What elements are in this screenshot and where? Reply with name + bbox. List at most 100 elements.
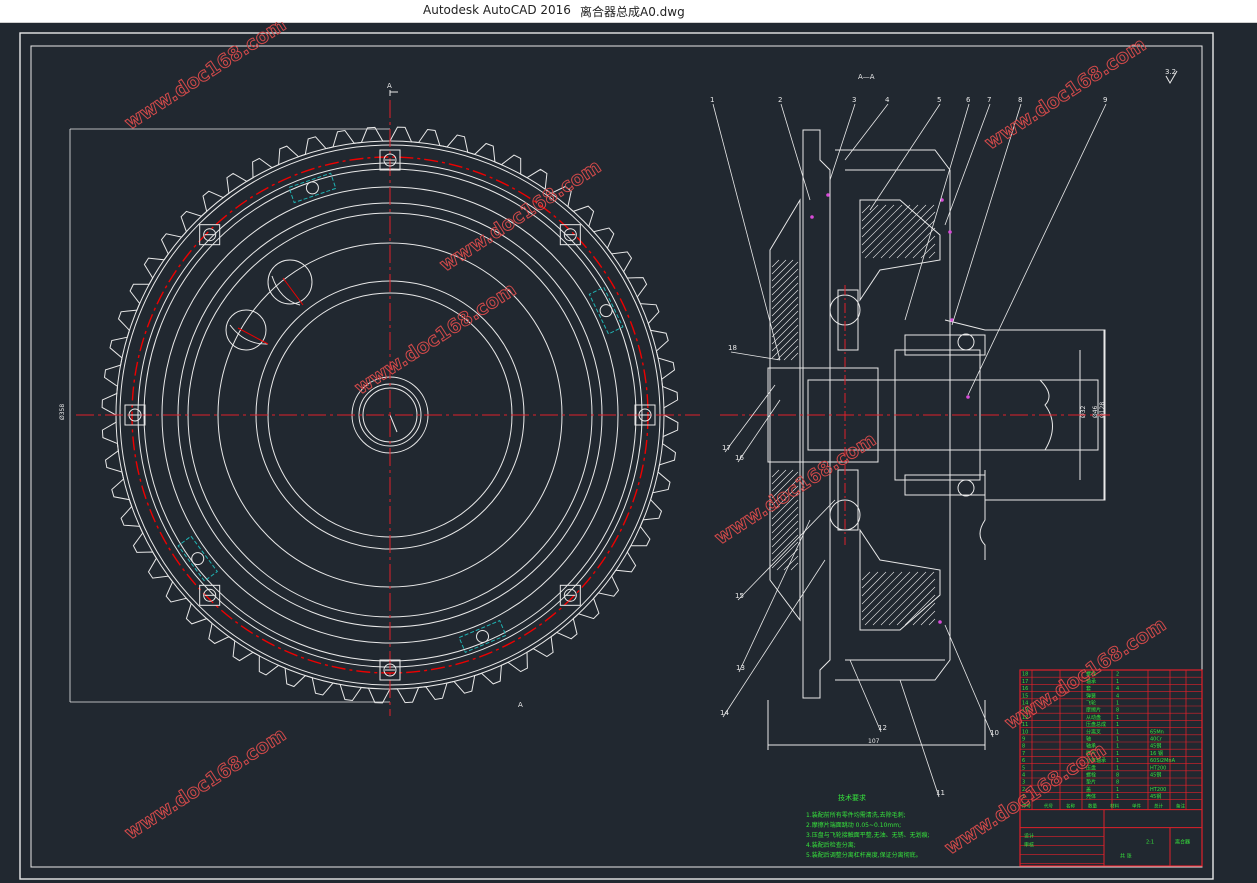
bom-material-6: 60Si2MnA <box>1150 758 1176 764</box>
bom-qty-3: 8 <box>1116 780 1119 786</box>
bom-name-12: 从动盘 <box>1086 714 1101 721</box>
balloon-leader-2 <box>780 103 811 201</box>
sheet-inner-border <box>30 45 1203 868</box>
bom-qty-8: 1 <box>1116 744 1119 750</box>
title-sheet: 共 张 <box>1120 853 1132 860</box>
balloon-leader-18 <box>730 351 781 361</box>
bom-header-1: 代号 <box>1044 803 1053 810</box>
bom-material-7: 16 钢 <box>1150 750 1163 757</box>
balloon-1: 1 <box>710 96 714 104</box>
balloon-leader-17 <box>724 384 776 453</box>
section-dim-2: Ø46 <box>1092 405 1099 418</box>
front-dim-diameter: Ø358 <box>59 404 66 420</box>
window-titlebar: Autodesk AutoCAD 2016 离合器总成A0.dwg <box>0 0 1257 23</box>
bom-no-5: 5 <box>1022 765 1025 771</box>
bom-qty-5: 1 <box>1116 765 1119 771</box>
bom-no-14: 14 <box>1022 701 1028 707</box>
bom-header-3: 数量 <box>1088 803 1097 810</box>
watermark-3: www.doc168.com <box>711 429 880 550</box>
balloon-16: 16 <box>735 454 744 462</box>
balloon-leader-14 <box>722 559 826 718</box>
balloon-leader-16 <box>737 399 781 463</box>
view-marker-a-top: A <box>387 82 392 90</box>
balloon-2: 2 <box>778 96 782 104</box>
notes-line-4: 4.装配后检查分离; <box>806 841 856 849</box>
bom-material-8: 45钢 <box>1150 743 1161 750</box>
bom-name-15: 弹簧 <box>1086 692 1096 699</box>
bom-name-2: 盖 <box>1086 786 1091 793</box>
bom-qty-1: 1 <box>1116 794 1119 800</box>
bom-name-1: 壳体 <box>1086 793 1096 800</box>
balloon-leader-7 <box>944 103 991 226</box>
bom-name-8: 轴承 <box>1086 743 1096 750</box>
bom-no-4: 4 <box>1022 773 1025 779</box>
bom-name-10: 分离叉 <box>1086 728 1101 735</box>
section-view-aa[interactable]: A—A 3.2 107 <box>720 68 1178 750</box>
section-dim-width: 107 <box>868 738 880 745</box>
bom-name-3: 垫片 <box>1086 779 1096 786</box>
bom-no-16: 16 <box>1022 686 1028 692</box>
app-name: Autodesk AutoCAD 2016 <box>423 3 571 17</box>
technical-notes: 技术要求 1.装配前所有零件均需清洗,去除毛刺; 2.摩擦片端面跳动 0.05~… <box>806 793 930 859</box>
bom-qty-2: 1 <box>1116 787 1119 793</box>
balloon-leader-13 <box>738 519 811 673</box>
title-checker: 审核 <box>1024 842 1034 849</box>
bom-qty-6: 1 <box>1116 758 1119 764</box>
bom-no-7: 7 <box>1022 751 1025 757</box>
balloon-14: 14 <box>720 709 729 717</box>
bom-qty-9: 1 <box>1116 737 1119 743</box>
bom-header-4: 材料 <box>1110 803 1119 810</box>
bom-qty-7: 1 <box>1116 751 1119 757</box>
balloon-7: 7 <box>987 96 991 104</box>
bom-no-2: 2 <box>1022 787 1025 793</box>
drawing-canvas[interactable]: Ø358 A A <box>0 22 1257 883</box>
bom-no-1: 1 <box>1022 794 1025 800</box>
bom-name-14: 飞轮 <box>1086 700 1096 707</box>
section-label: A—A <box>858 73 875 81</box>
bom-material-10: 65Mn <box>1150 729 1164 735</box>
balloon-18: 18 <box>728 344 737 352</box>
balloon-leader-15 <box>737 499 836 601</box>
balloon-10: 10 <box>990 729 999 737</box>
balloon-leader-4 <box>844 103 889 161</box>
bom-name-17: 轴承 <box>1086 678 1096 685</box>
bom-no-11: 11 <box>1022 722 1028 728</box>
balloon-leader-1 <box>712 103 781 361</box>
watermark-0: www.doc168.com <box>121 22 290 134</box>
balloon-3: 3 <box>852 96 856 104</box>
balloon-leader-12 <box>849 659 882 733</box>
balloon-leader-11 <box>899 679 940 798</box>
balloon-13: 13 <box>736 664 745 672</box>
notes-line-3: 3.压盘与飞轮接触面平整,无油、无锈、无划痕; <box>806 831 930 839</box>
file-name: 离合器总成A0.dwg <box>580 5 685 19</box>
bom-material-2: HT200 <box>1150 787 1166 793</box>
bom-qty-15: 4 <box>1116 693 1119 699</box>
title-designer: 设计 <box>1024 833 1034 840</box>
balloon-leader-5 <box>869 103 941 211</box>
bom-qty-13: 8 <box>1116 708 1119 714</box>
bom-qty-16: 4 <box>1116 686 1119 692</box>
bom-no-8: 8 <box>1022 744 1025 750</box>
bom-material-4: 45钢 <box>1150 772 1161 779</box>
bom-qty-4: 8 <box>1116 773 1119 779</box>
balloon-leader-6 <box>904 103 970 321</box>
watermarks: www.doc168.com www.doc168.com www.doc168.c… <box>120 22 1170 860</box>
bom-name-16: 套 <box>1086 685 1091 692</box>
bom-name-13: 摩擦片 <box>1086 707 1101 714</box>
balloon-12: 12 <box>878 724 887 732</box>
bom-no-12: 12 <box>1022 715 1028 721</box>
balloon-leader-9 <box>967 103 1107 396</box>
balloon-4: 4 <box>885 96 890 104</box>
balloon-9: 9 <box>1103 96 1107 104</box>
balloon-leader-10 <box>944 624 994 738</box>
bom-material-9: 40Cr <box>1150 737 1163 743</box>
bom-name-18: 螺栓 <box>1086 671 1096 678</box>
bom-no-3: 3 <box>1022 780 1025 786</box>
notes-line-2: 2.摩擦片端面跳动 0.05~0.10mm; <box>806 821 901 829</box>
front-view-gear[interactable]: Ø358 A A <box>59 82 700 716</box>
notes-line-5: 5.装配后调整分离杠杆高度,保证分离彻底。 <box>806 851 922 859</box>
sheet-outer-border <box>19 32 1214 880</box>
balloon-15: 15 <box>735 592 744 600</box>
watermark-2: www.doc168.com <box>351 279 520 400</box>
